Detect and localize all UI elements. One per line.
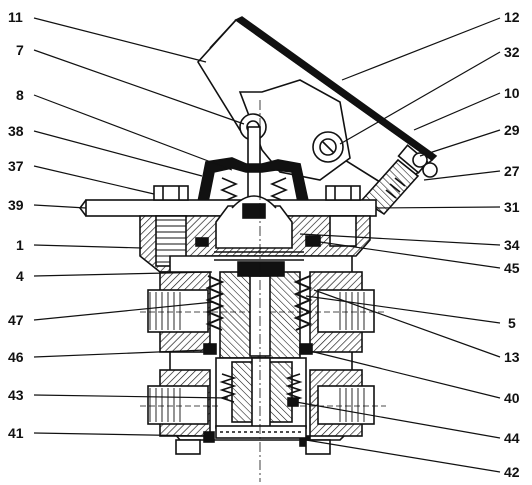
bolt-head-37 <box>153 185 189 201</box>
label-46: 46 <box>8 349 24 365</box>
valve-drawing <box>79 16 438 455</box>
label-42: 42 <box>504 464 520 480</box>
seal-13 <box>299 343 313 355</box>
piston-rubber-insert <box>237 261 285 277</box>
plunger-cup <box>215 205 293 249</box>
label-5: 5 <box>508 315 516 331</box>
seal-45 <box>305 235 321 247</box>
label-29: 29 <box>504 122 520 138</box>
label-32: 32 <box>504 44 520 60</box>
label-37: 37 <box>8 158 24 174</box>
spring-upper <box>214 251 304 261</box>
label-7: 7 <box>16 42 24 58</box>
label-1: 1 <box>16 237 24 253</box>
part-labels: 11 7 8 38 37 39 1 4 47 46 43 41 12 32 10… <box>8 9 520 480</box>
label-10: 10 <box>504 85 520 101</box>
label-4: 4 <box>16 268 24 284</box>
label-12: 12 <box>504 9 520 25</box>
label-34: 34 <box>504 237 520 253</box>
label-31: 31 <box>504 199 520 215</box>
label-39: 39 <box>8 197 24 213</box>
leader-lines <box>33 17 501 473</box>
seal-41 <box>203 431 215 443</box>
label-43: 43 <box>8 387 24 403</box>
spring-5 <box>293 275 313 331</box>
label-38: 38 <box>8 123 24 139</box>
label-8: 8 <box>16 87 24 103</box>
label-47: 47 <box>8 312 24 328</box>
spring-47 <box>205 275 225 331</box>
exhaust-plate <box>215 425 307 439</box>
bolt-head-31 <box>325 185 361 201</box>
label-41: 41 <box>8 425 24 441</box>
seal-46 <box>203 343 217 355</box>
label-45: 45 <box>504 260 520 276</box>
label-40: 40 <box>504 390 520 406</box>
label-11: 11 <box>8 9 23 25</box>
label-13: 13 <box>504 349 520 365</box>
label-27: 27 <box>504 163 520 179</box>
label-44: 44 <box>504 430 520 446</box>
